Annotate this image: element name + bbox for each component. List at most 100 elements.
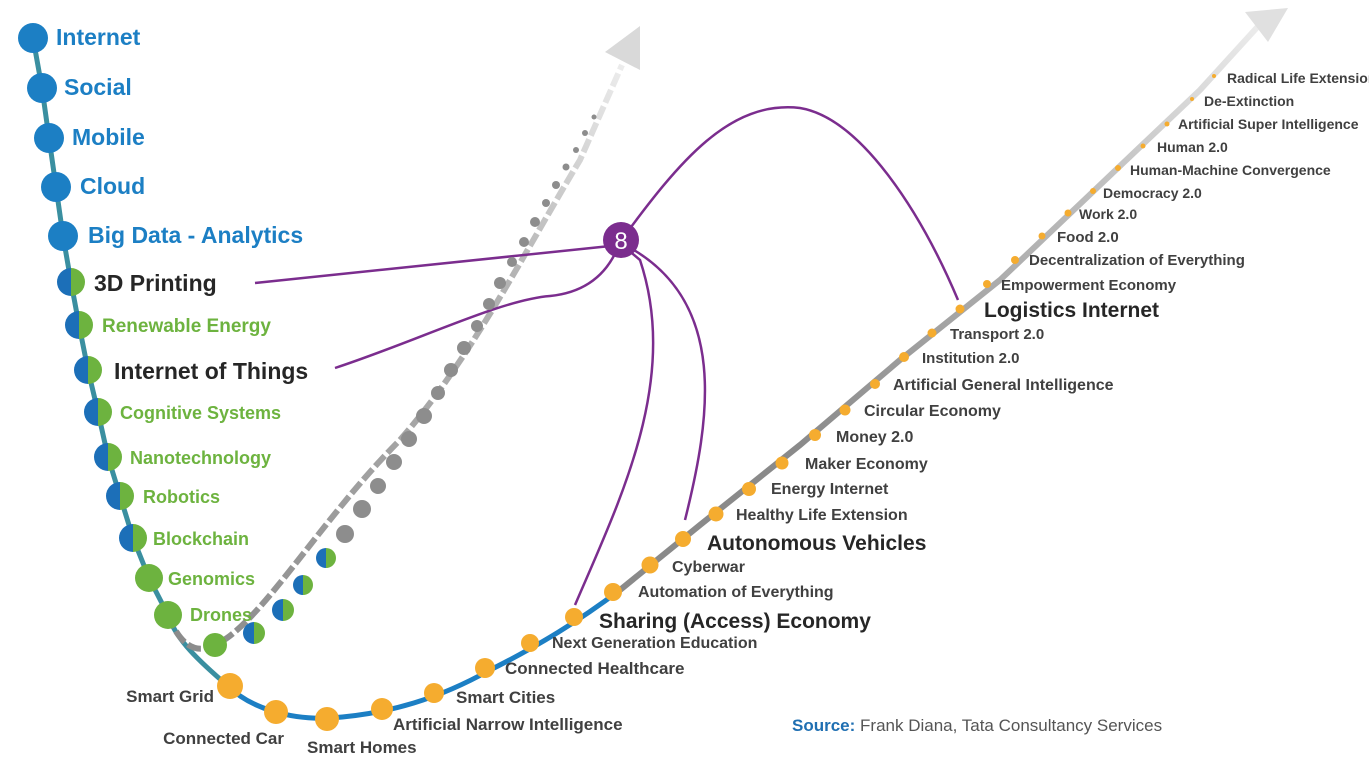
rising-node — [591, 114, 597, 120]
orange-node-label: Institution 2.0 — [922, 350, 1020, 367]
orange-node-label: De-Extinction — [1204, 93, 1294, 109]
mixed-node — [74, 356, 102, 384]
orange-node — [604, 583, 622, 601]
rising-node — [431, 386, 445, 400]
mid-rising-arrowhead — [605, 26, 640, 70]
orange-node — [839, 404, 851, 416]
orange-node-label: Artificial Super Intelligence — [1178, 116, 1359, 132]
mixed-node — [106, 482, 134, 510]
hub-connectors — [254, 106, 960, 606]
source-prefix: Source: — [792, 716, 855, 735]
blue-node — [18, 23, 48, 53]
rising-node — [573, 147, 579, 153]
blue-node-label: Social — [64, 74, 132, 100]
orange-node — [870, 379, 880, 389]
orange-node-label: Autonomous Vehicles — [707, 532, 926, 555]
orange-node — [1090, 188, 1096, 194]
mixed-node — [135, 564, 163, 592]
orange-node-label: Connected Healthcare — [505, 659, 685, 678]
orange-node-label: Maker Economy — [805, 456, 928, 473]
orange-node-label: Circular Economy — [864, 403, 1001, 420]
rising-node — [552, 181, 560, 189]
orange-node — [371, 698, 393, 720]
rising-node — [494, 277, 506, 289]
label-renewable-energy: Renewable Energy — [102, 316, 271, 337]
rising-node — [336, 525, 354, 543]
orange-node-label: Next Generation Education — [552, 635, 757, 652]
orange-node-label: Smart Homes — [307, 738, 417, 757]
rising-node — [272, 599, 294, 621]
mixed-node — [94, 443, 122, 471]
orange-node-label: Smart Grid — [126, 687, 214, 706]
label-internet-of-things: Internet of Things — [114, 358, 308, 384]
rising-node — [386, 454, 402, 470]
rising-node — [203, 633, 227, 657]
orange-node — [217, 673, 243, 699]
orange-node-label: Empowerment Economy — [1001, 277, 1177, 294]
orange-node — [424, 683, 444, 703]
rising-node — [293, 575, 313, 595]
green-node-label: Blockchain — [153, 529, 249, 549]
orange-node — [1190, 97, 1194, 101]
rising-node — [370, 478, 386, 494]
label-3d-printing: 3D Printing — [94, 270, 217, 296]
rising-node — [483, 298, 495, 310]
rising-node — [519, 237, 529, 247]
orange-node — [955, 304, 965, 314]
orange-node-label: Money 2.0 — [836, 429, 913, 446]
orange-node — [1164, 121, 1170, 127]
source-note: Source: Frank Diana, Tata Consultancy Se… — [792, 716, 1162, 735]
orange-node — [899, 352, 909, 362]
green-node-label: Robotics — [143, 487, 220, 507]
orange-node-label: Sharing (Access) Economy — [599, 610, 871, 633]
orange-node — [1038, 232, 1046, 240]
orange-node — [565, 608, 583, 626]
hub-node: 8 — [603, 222, 639, 258]
orange-node-label: Energy Internet — [771, 481, 889, 498]
rising-node — [562, 163, 570, 171]
orange-node — [1011, 256, 1019, 264]
right-rising-line — [618, 19, 1265, 593]
rising-node — [416, 408, 432, 424]
blue-node-label: Big Data - Analytics — [88, 222, 303, 248]
rising-node — [507, 257, 517, 267]
orange-node — [315, 707, 339, 731]
orange-node — [1064, 209, 1072, 217]
orange-node-label: Healthy Life Extension — [736, 507, 908, 524]
orange-node — [641, 556, 659, 574]
mixed-node — [65, 311, 93, 339]
orange-node — [1140, 143, 1146, 149]
blue-node — [48, 221, 78, 251]
orange-node-label: Automation of Everything — [638, 584, 834, 601]
green-node-label: Cognitive Systems — [120, 403, 281, 423]
orange-node — [1115, 165, 1121, 171]
mixed-node — [119, 524, 147, 552]
source-text: Frank Diana, Tata Consultancy Services — [855, 716, 1162, 735]
orange-node-label: Food 2.0 — [1057, 229, 1119, 246]
rising-node — [530, 217, 540, 227]
mixed-node — [57, 268, 85, 296]
green-node-label: Drones — [190, 605, 252, 625]
blue-node — [27, 73, 57, 103]
rising-node — [444, 363, 458, 377]
orange-node — [809, 429, 821, 441]
orange-node — [264, 700, 288, 724]
orange-node-label: Connected Car — [163, 729, 284, 748]
rising-node — [353, 500, 371, 518]
orange-node-label: Transport 2.0 — [950, 326, 1044, 343]
orange-node-label: Human 2.0 — [1157, 139, 1228, 155]
orange-node-label: Democracy 2.0 — [1103, 185, 1202, 201]
green-node-label: Genomics — [168, 569, 255, 589]
rising-node — [243, 622, 265, 644]
rising-node — [457, 341, 471, 355]
orange-node-label: Decentralization of Everything — [1029, 252, 1245, 269]
orange-node — [1212, 74, 1216, 78]
blue-node — [34, 123, 64, 153]
orange-node — [475, 658, 495, 678]
orange-node-label: Artificial Narrow Intelligence — [393, 715, 623, 734]
orange-node-label: Work 2.0 — [1079, 206, 1137, 222]
mixed-node — [154, 601, 182, 629]
orange-node-label: Smart Cities — [456, 688, 555, 707]
orange-node — [521, 634, 539, 652]
